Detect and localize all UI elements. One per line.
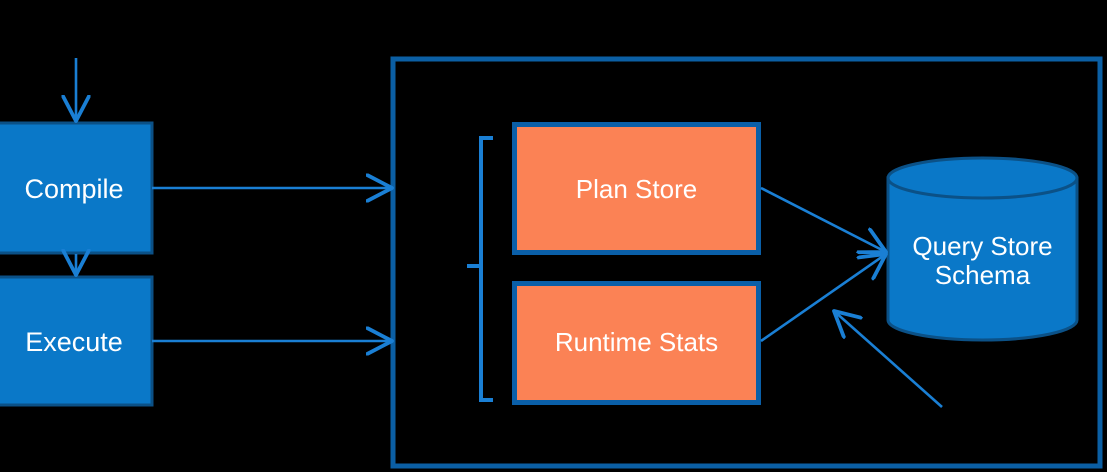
edge-plan-store-to-schema: [760, 186, 886, 252]
node-query-store-schema-shape[interactable]: [886, 156, 1079, 342]
node-compile-shape[interactable]: [0, 121, 154, 255]
query-store-boundary: [390, 56, 1103, 469]
edge-runtime-stats-to-schema: [760, 254, 886, 343]
store-group-bracket: [467, 136, 493, 402]
node-execute-shape[interactable]: [0, 275, 154, 407]
node-plan-store-shape[interactable]: [512, 122, 761, 255]
node-runtime-stats-shape[interactable]: [512, 281, 761, 405]
edge-external-to-schema: [834, 311, 943, 408]
